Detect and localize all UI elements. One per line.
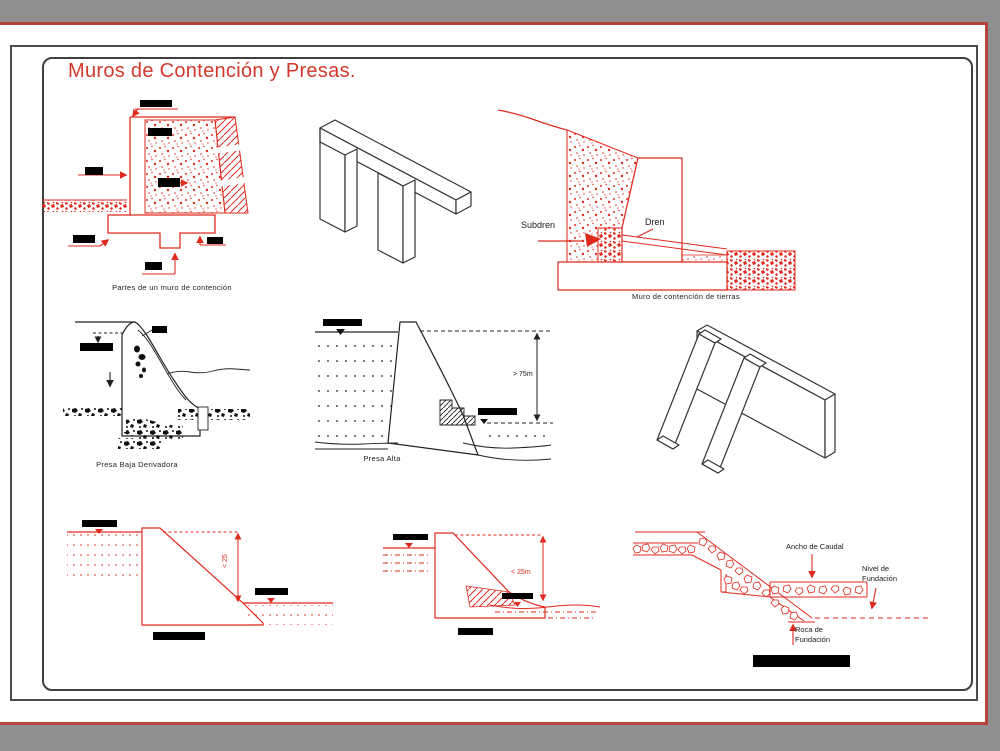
red-low-dam-center-drawing [383, 532, 601, 635]
label-dren: Dren [645, 217, 665, 227]
caption-partes-muro: Partes de un muro de contención [112, 283, 232, 292]
isometric-counterfort-wall-drawing [319, 119, 472, 264]
caption-presa-alta: Presa Alta [363, 454, 401, 463]
high-dam-drawing [314, 319, 553, 461]
label-dim-25-left: < 25 [222, 554, 229, 568]
redacted-label-bars [323, 319, 517, 415]
retaining-wall-section-drawing [42, 100, 252, 275]
caption-muro-tierras: Muro de contención de tierras [632, 292, 740, 301]
rubble-masonry-channel-drawing [632, 531, 928, 667]
label-nivel-fundacion: Nivel de Fundación [862, 564, 898, 583]
label-dim-75m: > 75m [513, 371, 533, 378]
label-ancho-caudal: Ancho de Caudal [786, 542, 844, 551]
label-subdren: Subdren [521, 220, 556, 230]
earth-retaining-wall-drawing [497, 109, 796, 291]
label-dim-25m-center: < 25m [511, 569, 531, 576]
page-title: Muros de Contención y Presas. [68, 60, 356, 82]
low-diversion-dam-drawing [63, 321, 251, 449]
red-low-dam-left-drawing [67, 520, 333, 640]
redacted-label-bars [73, 100, 223, 270]
redacted-label-bars [80, 326, 167, 351]
caption-presa-baja: Presa Baja Derivadora [96, 460, 178, 469]
outer-border [10, 45, 978, 701]
redacted-label-bar [753, 655, 850, 667]
label-roca-fundacion: Roca de Fundación [795, 625, 831, 644]
redacted-label-bars [393, 534, 533, 635]
isometric-buttress-wall-drawing [656, 324, 836, 474]
redacted-label-bars [82, 520, 288, 640]
